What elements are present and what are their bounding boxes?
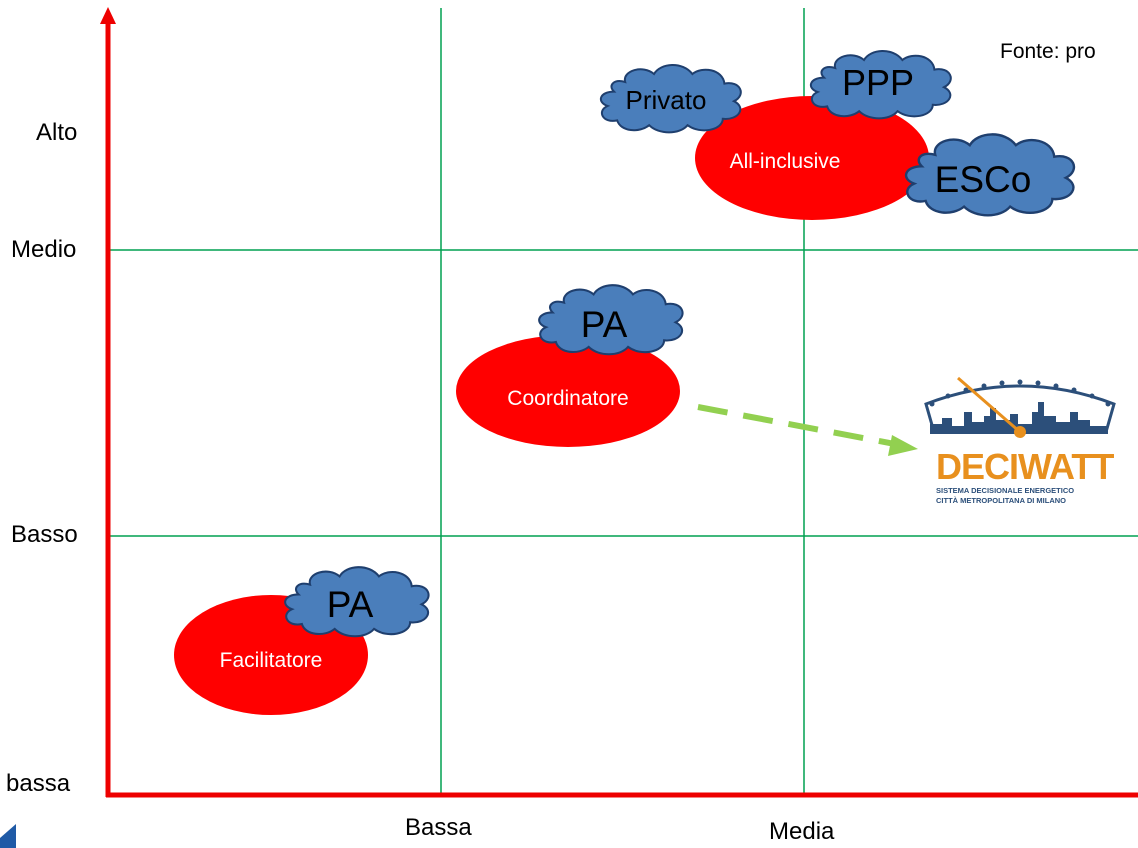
deciwatt-logo-wordmark: DECIWATT — [936, 446, 1114, 487]
actor-label-esco: ESCo — [935, 159, 1032, 200]
actor-label-pa-facilitatore: PA — [327, 584, 374, 625]
role-label-coordinatore: Coordinatore — [507, 387, 628, 410]
y-axis-label-basso: Basso — [11, 521, 78, 548]
actor-label-privato: Privato — [626, 85, 707, 115]
source-note: Fonte: pro — [1000, 40, 1096, 63]
x-axis-label-media: Media — [769, 818, 835, 845]
role-ellipse-all-inclusive — [695, 96, 929, 220]
transition-arrow-head — [888, 435, 918, 456]
role-ellipse-coordinatore — [456, 335, 680, 447]
deciwatt-logo-subtitle-2: CITTÀ METROPOLITANA DI MILANO — [936, 496, 1066, 505]
corner-decoration-icon — [0, 824, 16, 848]
deciwatt-logo-dome-icon — [924, 376, 1116, 438]
y-axis-arrow — [100, 7, 116, 24]
role-label-facilitatore: Facilitatore — [220, 649, 323, 672]
role-facilitatore-group — [174, 566, 430, 715]
y-axis-label-alto: Alto — [36, 119, 78, 146]
actor-label-pa-coordinatore: PA — [581, 304, 628, 345]
axes — [100, 7, 1138, 798]
transition-arrow-line — [697, 404, 896, 447]
role-coordinatore-group — [456, 284, 684, 447]
transition-arrow — [697, 404, 918, 456]
x-axis-label-bassa: Bassa — [405, 814, 472, 841]
role-all-inclusive-group — [599, 49, 1076, 220]
y-axis-label-bassa: bassa — [6, 770, 71, 797]
deciwatt-logo: DECIWATT SISTEMA DECISIONALE ENERGETICO … — [918, 372, 1123, 522]
y-axis-label-medio: Medio — [11, 236, 77, 263]
deciwatt-logo-subtitle-1: SISTEMA DECISIONALE ENERGETICO — [936, 486, 1075, 495]
role-label-all-inclusive: All-inclusive — [730, 150, 841, 173]
actor-label-ppp: PPP — [842, 62, 914, 103]
